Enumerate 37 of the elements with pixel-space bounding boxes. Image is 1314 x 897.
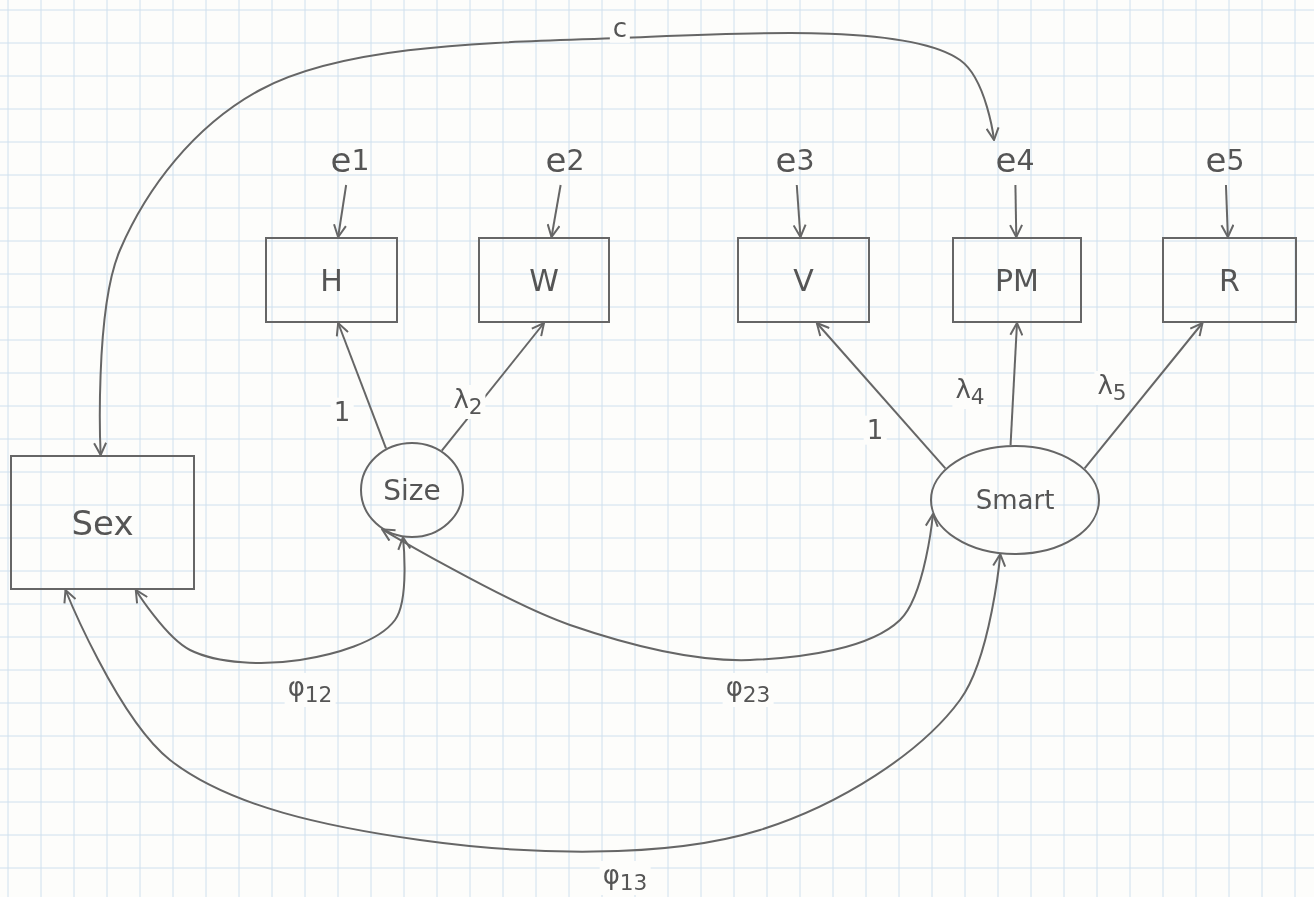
arrow xyxy=(333,184,348,238)
latent-variable-ellipse xyxy=(930,445,1100,555)
latent-variable-ellipse xyxy=(360,442,464,538)
arrow xyxy=(1009,322,1024,447)
edge-label: φ$_{23}$ xyxy=(722,673,774,707)
variable-name: PM xyxy=(995,262,1039,298)
edge-label: λ$_{2}$ xyxy=(450,385,486,419)
double-headed-arrow xyxy=(93,31,1000,456)
variable-name: H xyxy=(320,262,343,298)
variable-box xyxy=(737,237,870,323)
arrow xyxy=(546,184,562,238)
arrow xyxy=(792,184,807,238)
variable-name: Smart xyxy=(975,485,1055,515)
variable-box xyxy=(1162,237,1297,323)
arrow xyxy=(815,322,947,470)
variable-name: V xyxy=(793,262,814,298)
edge-label: φ$_{12}$ xyxy=(284,673,336,707)
edge-label: 1 xyxy=(330,397,354,427)
double-headed-arrow xyxy=(381,513,939,662)
variable-box xyxy=(952,237,1082,323)
variable-name: W xyxy=(529,262,559,298)
variable-box xyxy=(10,455,195,590)
edge-label: φ$_{13}$ xyxy=(599,861,651,895)
variable-box xyxy=(265,237,398,323)
variable-name: R xyxy=(1219,262,1240,298)
arrow xyxy=(335,322,387,450)
arrow xyxy=(1083,322,1204,470)
arrow xyxy=(1009,184,1024,238)
edge-label: λ$_{4}$ xyxy=(952,375,988,409)
variable-name: Size xyxy=(383,473,441,507)
double-headed-arrow xyxy=(134,536,412,664)
edge-label: λ$_{5}$ xyxy=(1094,371,1130,405)
arrow xyxy=(1220,184,1235,238)
variable-name: Sex xyxy=(71,502,134,543)
double-headed-arrow xyxy=(63,553,1007,853)
variable-box xyxy=(478,237,610,323)
edge-label: 1 xyxy=(863,415,887,445)
